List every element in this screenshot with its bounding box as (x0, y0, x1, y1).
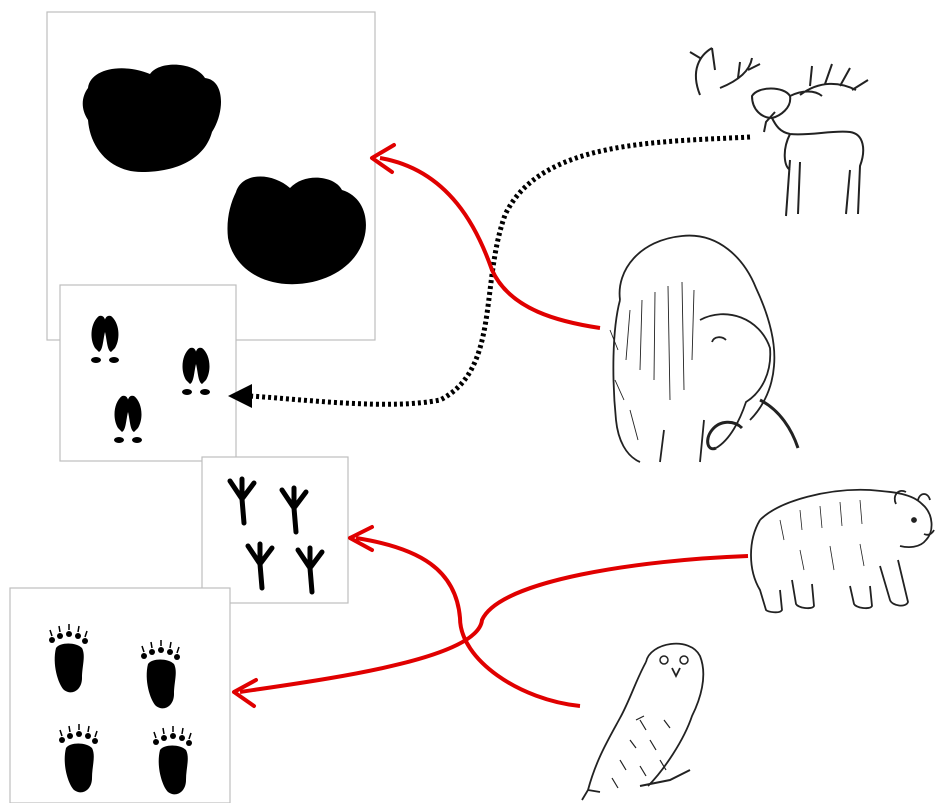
woolly-mammoth-icon (610, 236, 798, 462)
connection-mammoth-to-mammoth-tracks (372, 145, 600, 328)
panel-deer-tracks (60, 285, 236, 461)
panel-bear-tracks (10, 588, 230, 803)
snowy-owl-icon (582, 644, 703, 800)
bear-icon (751, 490, 934, 613)
panel-owl-tracks (202, 457, 348, 603)
panel-frame (202, 457, 348, 603)
connection-owl-to-owl-tracks (350, 527, 580, 706)
panel-frame (10, 588, 230, 803)
panel-frame (60, 285, 236, 461)
giant-deer-icon (690, 48, 868, 216)
